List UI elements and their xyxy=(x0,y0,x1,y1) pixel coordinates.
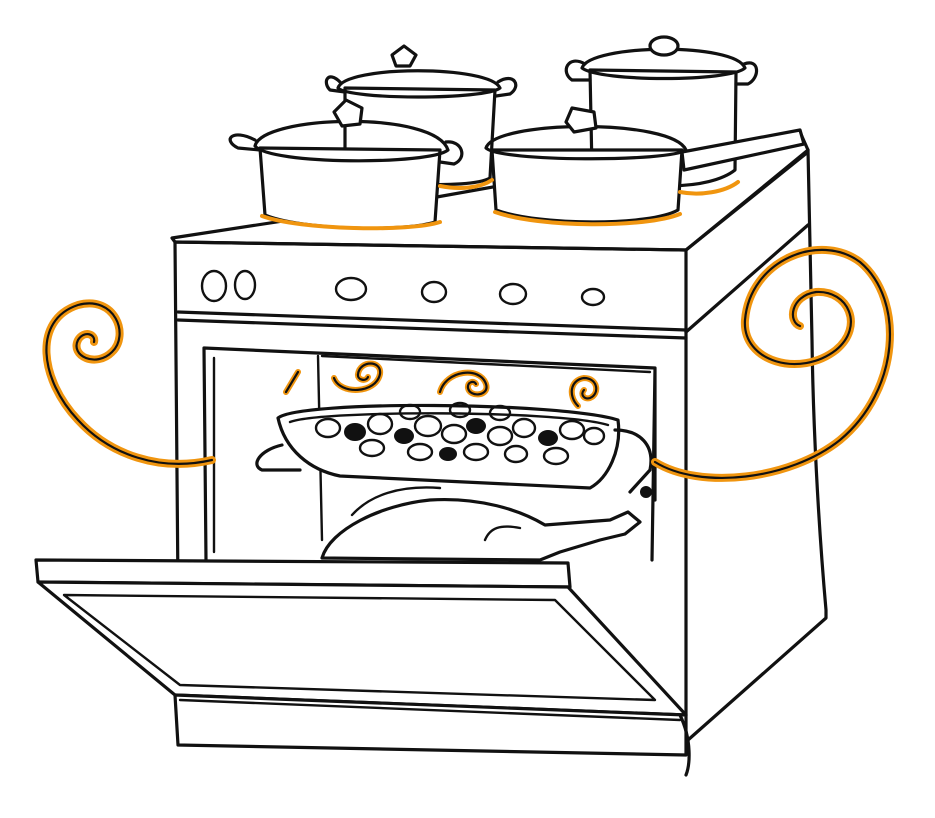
roast-chicken xyxy=(320,486,642,562)
control-knob xyxy=(200,269,228,303)
heat-swirl-left xyxy=(42,299,216,468)
pot-front-right xyxy=(484,106,806,224)
control-knob xyxy=(334,276,368,302)
roasting-tray xyxy=(255,401,653,498)
control-panel xyxy=(200,269,606,307)
heat-swirls-inside xyxy=(283,360,600,409)
control-knob xyxy=(580,287,606,307)
oven-door-window xyxy=(62,593,657,702)
burner-glows xyxy=(260,178,740,231)
control-knob xyxy=(420,280,448,304)
heat-swirls xyxy=(42,245,894,482)
control-knob xyxy=(498,282,528,306)
oven-door-panel xyxy=(36,580,688,717)
control-panel-divider xyxy=(176,223,810,340)
stove-side-panel xyxy=(684,148,828,742)
pots xyxy=(228,35,806,230)
oven-door xyxy=(34,558,691,777)
tray-food xyxy=(314,401,606,466)
stove-front-frame xyxy=(173,240,688,717)
heat-swirl-right xyxy=(651,245,894,482)
oven-door-bottom xyxy=(173,693,688,757)
control-knob xyxy=(233,269,257,301)
